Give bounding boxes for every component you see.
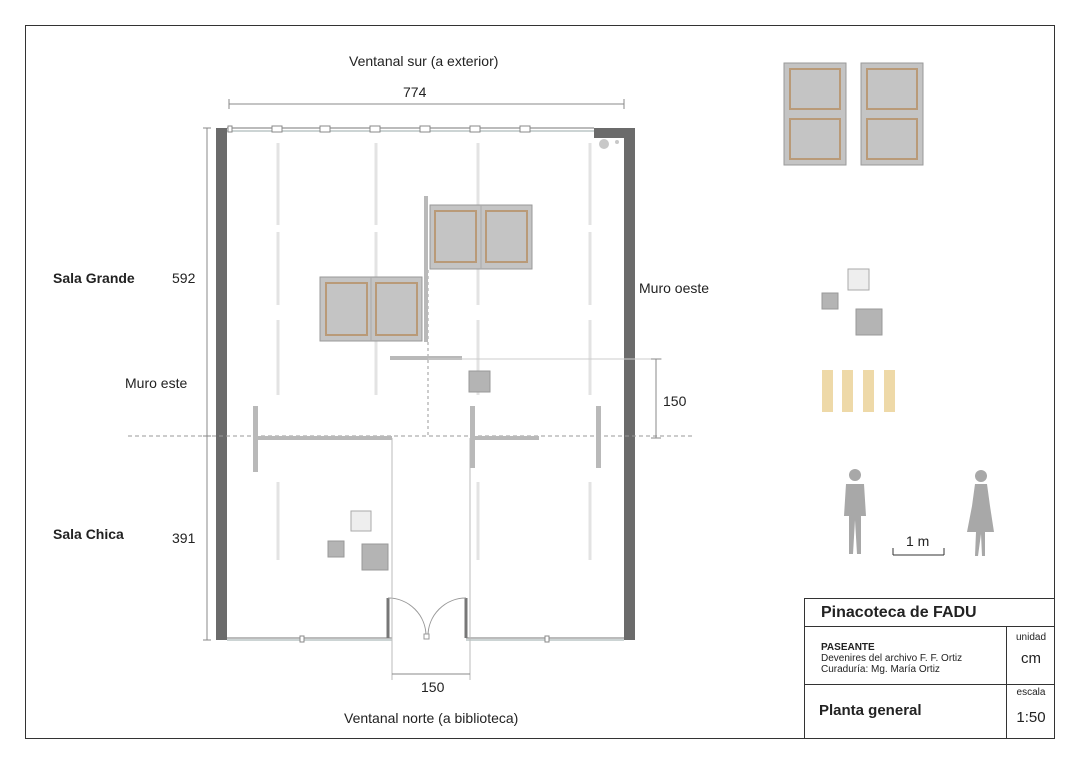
panel-lower xyxy=(319,276,423,342)
project-name: PASEANTE xyxy=(821,642,875,653)
title-block-divider-h xyxy=(805,684,1054,685)
title-block-divider-v xyxy=(1006,627,1007,739)
door-dimension: 150 xyxy=(421,679,445,695)
small-room-label: Sala Chica xyxy=(53,526,124,542)
fixture-dot xyxy=(615,140,619,144)
west-wall xyxy=(624,128,635,640)
unit-label: unidad xyxy=(1015,632,1047,643)
east-wall-label: Muro este xyxy=(125,375,188,391)
legend-panel-left xyxy=(783,62,847,166)
entrance-door xyxy=(386,597,468,640)
pedestal-large-room xyxy=(468,370,491,393)
pedestals-small-room xyxy=(327,510,389,571)
scale-label: escala xyxy=(1016,687,1046,698)
dimension-lines xyxy=(203,99,662,675)
south-window-label: Ventanal sur (a exterior) xyxy=(349,53,499,69)
scale-bar xyxy=(892,548,945,556)
drawing-sheet xyxy=(25,25,1055,739)
partitions xyxy=(253,196,601,472)
north-window-label: Ventanal norte (a biblioteca) xyxy=(344,710,519,726)
title-block: Pinacoteca de FADU PASEANTE Devenires de… xyxy=(804,598,1055,739)
legend-panel-right xyxy=(860,62,924,166)
large-room-label: Sala Grande xyxy=(53,270,135,286)
small-room-dimension: 391 xyxy=(172,530,196,546)
corner-column xyxy=(594,128,624,138)
width-dimension: 774 xyxy=(403,84,427,100)
fixture-circle xyxy=(599,139,609,149)
legend-wood-slats xyxy=(822,370,895,412)
panel-upper xyxy=(429,204,533,270)
south-window xyxy=(227,125,594,133)
drawing-name: Planta general xyxy=(819,702,922,719)
human-figure-woman-icon xyxy=(967,470,994,556)
west-wall-label: Muro oeste xyxy=(639,280,710,296)
east-wall xyxy=(216,128,227,640)
scale-bar-label: 1 m xyxy=(906,533,930,549)
title-block-title: Pinacoteca de FADU xyxy=(805,599,1054,627)
human-figure-man-icon xyxy=(844,469,866,554)
unit-value: cm xyxy=(1021,650,1041,667)
large-room-dimension: 592 xyxy=(172,270,196,286)
legend-pedestals xyxy=(821,268,883,336)
scale-value: 1:50 xyxy=(1016,709,1046,726)
project-curator: Curaduría: Mg. María Ortiz xyxy=(821,664,940,675)
project-subtitle: Devenires del archivo F. F. Ortiz xyxy=(821,653,963,664)
north-window xyxy=(227,635,624,643)
right-dimension: 150 xyxy=(663,393,687,409)
